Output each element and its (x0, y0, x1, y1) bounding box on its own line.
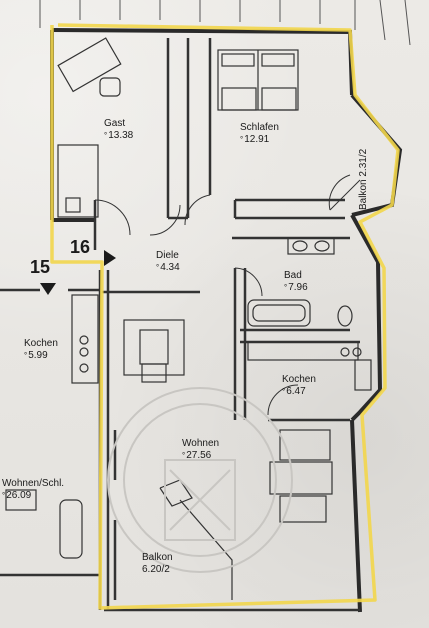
room-label-balkon-top: Balkon 2.31/2 (358, 149, 369, 210)
room-name: Gast (104, 118, 126, 129)
room-label-kochen-left: Kochen 5.99 (24, 338, 58, 362)
doors (94, 174, 361, 416)
room-label-kochen: Kochen 6.47 (282, 374, 316, 398)
room-label-gast: Gast 13.38 (104, 118, 133, 142)
room-label-diele: Diele 4.34 (156, 250, 180, 274)
room-area: 6.47 (282, 386, 316, 398)
unit-number-15: 15 (30, 257, 51, 277)
kitchen-fixtures (71, 294, 372, 391)
room-label-wohnen-schl: Wohnen/Schl. 26.09 (2, 478, 64, 502)
unit-number-16: 16 (70, 237, 91, 257)
room-label-bad: Bad 7.96 (284, 270, 308, 294)
room-label-balkon: Balkon 6.20/2 (142, 552, 173, 576)
gast-furniture (57, 37, 122, 218)
room-label-schlafen: Schlafen 12.91 (240, 122, 279, 146)
room-name: Diele (156, 250, 179, 261)
room-name: Bad (284, 270, 302, 281)
room-area: 7.96 (284, 282, 307, 294)
room-name: Kochen (24, 338, 58, 349)
bath-fixtures (247, 237, 353, 327)
room-area: 5.99 (24, 350, 58, 362)
room-area: 13.38 (104, 130, 133, 142)
room-name: Wohnen/Schl. (2, 478, 65, 489)
room-area: 6.20/2 (142, 564, 170, 575)
room-area: 12.91 (240, 134, 279, 146)
room-area: 26.09 (2, 490, 64, 502)
room-label-wohnen: Wohnen 27.56 (182, 438, 219, 462)
top-hatching (39, 0, 411, 46)
room-area: 27.56 (182, 450, 219, 462)
schlafen-bed (217, 49, 299, 111)
apartment-highlight-outline (50, 23, 400, 610)
room-name: Kochen (282, 374, 316, 385)
room-area: 4.34 (156, 262, 179, 274)
entry-arrows (40, 250, 116, 295)
seal-watermark (107, 387, 293, 573)
room-name: Balkon 2.31/2 (358, 148, 369, 210)
room-name: Wohnen (182, 438, 220, 449)
room-name: Schlafen (240, 122, 279, 133)
room-name: Balkon (142, 552, 173, 563)
